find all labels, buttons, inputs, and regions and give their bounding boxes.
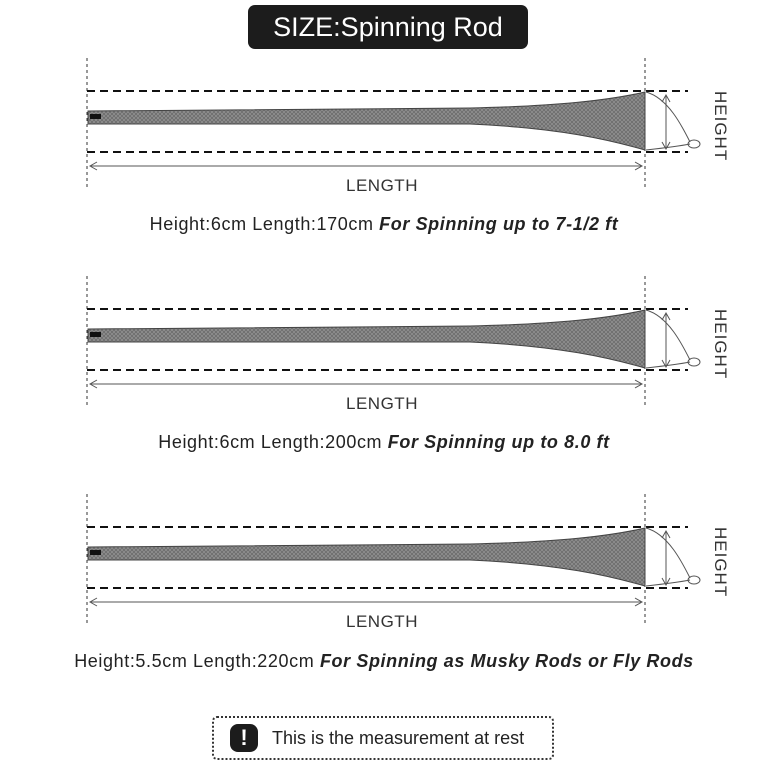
height-label: HEIGHT (711, 90, 730, 162)
size-use: For Spinning as Musky Rods or Fly Rods (319, 651, 694, 671)
length-label: LENGTH (346, 176, 418, 195)
rod-sleeve-drawing (86, 276, 701, 406)
rod-sleeve-diagram-1: LENGTH HEIGHT (0, 56, 768, 216)
size-use: For Spinning up to 8.0 ft (387, 432, 610, 452)
size-caption-3: Height:5.5cm Length:220cm For Spinning a… (0, 651, 768, 672)
size-spec: Height:6cm Length:200cm (158, 432, 383, 452)
rod-sleeve-diagram-3: LENGTH HEIGHT (0, 492, 768, 652)
rod-sleeve-shape (87, 309, 646, 369)
rod-sleeve-shape (87, 527, 646, 587)
measurement-note: ! This is the measurement at rest (212, 716, 554, 760)
size-caption-2: Height:6cm Length:200cm For Spinning up … (0, 432, 768, 453)
rod-sleeve-diagram-2: LENGTH HEIGHT (0, 274, 768, 434)
rod-sleeve-shape (87, 91, 646, 151)
height-label: HEIGHT (711, 526, 730, 598)
height-label: HEIGHT (711, 308, 730, 380)
note-text: This is the measurement at rest (272, 728, 525, 748)
length-label: LENGTH (346, 612, 418, 631)
exclamation-icon: ! (230, 724, 258, 752)
size-spec: Height:6cm Length:170cm (149, 214, 374, 234)
rod-sleeve-drawing (86, 494, 701, 624)
page-title: SIZE:Spinning Rod (248, 5, 528, 49)
rod-sleeve-drawing (86, 58, 701, 188)
length-label: LENGTH (346, 394, 418, 413)
size-caption-1: Height:6cm Length:170cm For Spinning up … (0, 214, 768, 235)
size-spec: Height:5.5cm Length:220cm (74, 651, 315, 671)
size-use: For Spinning up to 7-1/2 ft (379, 214, 619, 234)
